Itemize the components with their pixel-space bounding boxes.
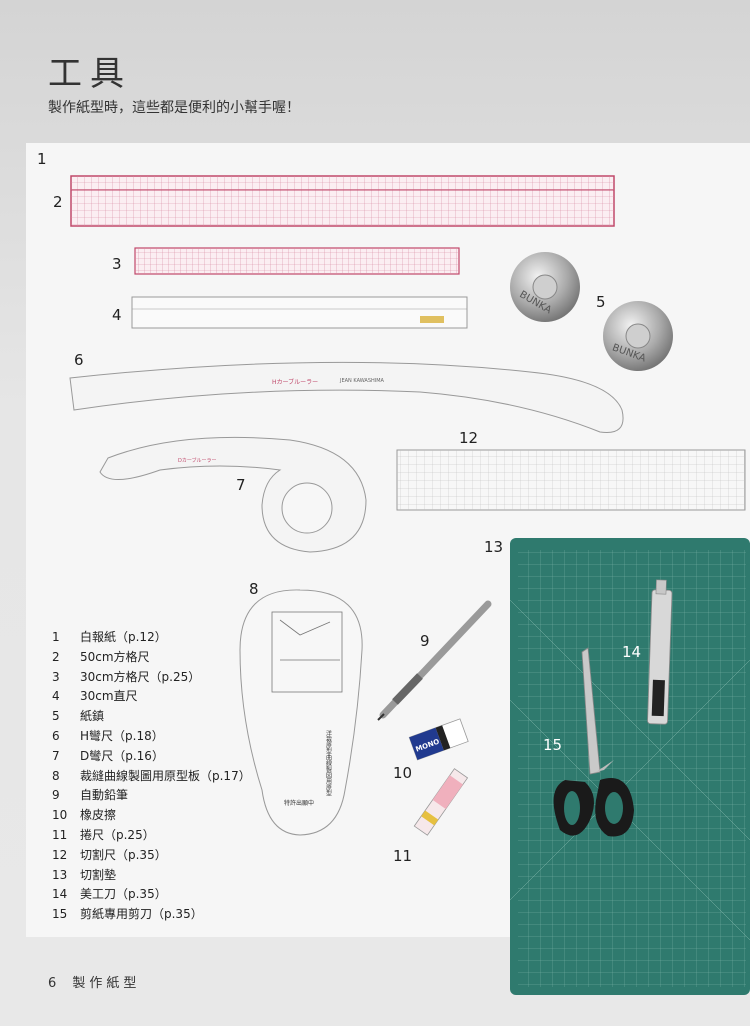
legend-text: 捲尺（p.25） [80, 827, 155, 842]
legend-text: 橡皮擦 [80, 808, 117, 823]
legend-number: 7 [52, 748, 60, 763]
legend-number: 5 [52, 709, 60, 724]
pattern-template: 洋裁原型曲線製図用原型 特許出願中 [239, 589, 363, 836]
legend-number: 4 [52, 689, 60, 704]
chapter-title: 製作紙型 [72, 976, 141, 991]
cutting-mat [509, 538, 750, 995]
mechanical-pencil [377, 600, 492, 721]
legend-number: 1 [52, 630, 60, 644]
legend-number: 10 [52, 808, 68, 823]
legend-item: 12 切割尺（p.35） [52, 846, 251, 866]
legend-text: 美工刀（p.35） [80, 887, 167, 902]
legend-item: 14 美工刀（p.35） [52, 885, 251, 905]
callout-6: 6 [74, 351, 84, 369]
legend-number: 13 [52, 867, 68, 882]
eraser: MONO [408, 718, 469, 761]
page-subtitle: 製作紙型時，這些都是便利的小幫手喔！ [48, 100, 300, 116]
tool-legend: 1 白報紙（p.12） 2 50cm方格尺 3 30cm方格尺（p.25） 4 30cm… [52, 628, 251, 925]
page-footer: 6 製作紙型 [48, 972, 140, 991]
legend-number: 12 [52, 847, 68, 862]
callout-7: 7 [236, 476, 246, 494]
callout-2: 2 [53, 193, 63, 211]
callout-12: 12 [459, 429, 479, 447]
legend-item: 1 白報紙（p.12） [52, 628, 251, 648]
grid-ruler-50cm [70, 175, 615, 227]
d-ruler-label: Dカーブルーラー [178, 457, 217, 464]
legend-number: 14 [52, 887, 68, 902]
legend-number: 3 [52, 669, 60, 684]
legend-item: 2 50cm方格尺 [52, 648, 251, 668]
legend-item: 13 切割墊 [52, 866, 251, 886]
h-ruler-brand: JEAN KAWASHIMA [339, 378, 385, 384]
legend-item: 5 紙鎮 [52, 707, 251, 727]
legend-item: 9 自動鉛筆 [52, 786, 251, 806]
legend-text: H彎尺（p.18） [80, 728, 164, 743]
utility-knife [647, 579, 673, 725]
legend-text: 白報紙（p.12） [80, 630, 167, 644]
legend-item: 6 H彎尺（p.18） [52, 727, 251, 747]
legend-item: 7 D彎尺（p.16） [52, 747, 251, 767]
paper-weight-1: BUNKA [510, 252, 580, 322]
page-number: 6 [48, 976, 57, 991]
tape-measure [413, 768, 469, 836]
template-title: 洋裁原型曲線製図用原型 [325, 729, 332, 796]
legend-text: 剪紙專用剪刀（p.35） [80, 907, 203, 922]
legend-number: 8 [52, 768, 60, 783]
scissors [553, 647, 634, 837]
grid-ruler-30cm [134, 247, 460, 275]
callout-10: 10 [393, 764, 413, 782]
legend-text: D彎尺（p.16） [80, 748, 164, 763]
callout-11: 11 [393, 847, 413, 865]
callout-15: 15 [543, 736, 563, 754]
page-title: 工具 [48, 54, 132, 94]
legend-number: 2 [52, 649, 60, 664]
d-curve-ruler: Dカーブルーラー [99, 436, 367, 553]
legend-text: 自動鉛筆 [80, 788, 129, 803]
legend-text: 50cm方格尺 [80, 649, 150, 664]
legend-text: 裁縫曲線製圖用原型板（p.17） [80, 768, 251, 783]
straight-ruler-30cm [131, 296, 468, 329]
legend-text: 切割尺（p.35） [80, 847, 167, 862]
callout-3: 3 [112, 255, 122, 273]
h-ruler-label: Hカーブルーラー [272, 378, 318, 386]
callout-14: 14 [622, 643, 642, 661]
legend-text: 紙鎮 [80, 709, 105, 724]
legend-item: 8 裁縫曲線製圖用原型板（p.17） [52, 767, 251, 787]
legend-text: 30cm方格尺（p.25） [80, 669, 201, 684]
callout-13: 13 [484, 538, 504, 556]
cutting-ruler [396, 449, 746, 511]
legend-item: 3 30cm方格尺（p.25） [52, 668, 251, 688]
callout-9: 9 [420, 632, 430, 650]
callout-8: 8 [249, 580, 259, 598]
paper-weight-2: BUNKA [603, 301, 673, 371]
legend-item: 4 30cm直尺 [52, 687, 251, 707]
legend-number: 15 [52, 907, 68, 922]
legend-text: 切割墊 [80, 867, 117, 882]
legend-number: 11 [52, 827, 68, 842]
template-patent: 特許出願中 [284, 799, 314, 807]
legend-text: 30cm直尺 [80, 689, 138, 704]
legend-item: 11 捲尺（p.25） [52, 826, 251, 846]
callout-1: 1 [37, 150, 47, 168]
legend-number: 6 [52, 728, 60, 743]
h-curve-ruler: Hカーブルーラー JEAN KAWASHIMA [69, 361, 624, 434]
callout-5: 5 [596, 293, 606, 311]
legend-number: 9 [52, 788, 60, 803]
legend-item: 10 橡皮擦 [52, 806, 251, 826]
callout-4: 4 [112, 306, 122, 324]
legend-item: 15 剪紙專用剪刀（p.35） [52, 905, 251, 925]
